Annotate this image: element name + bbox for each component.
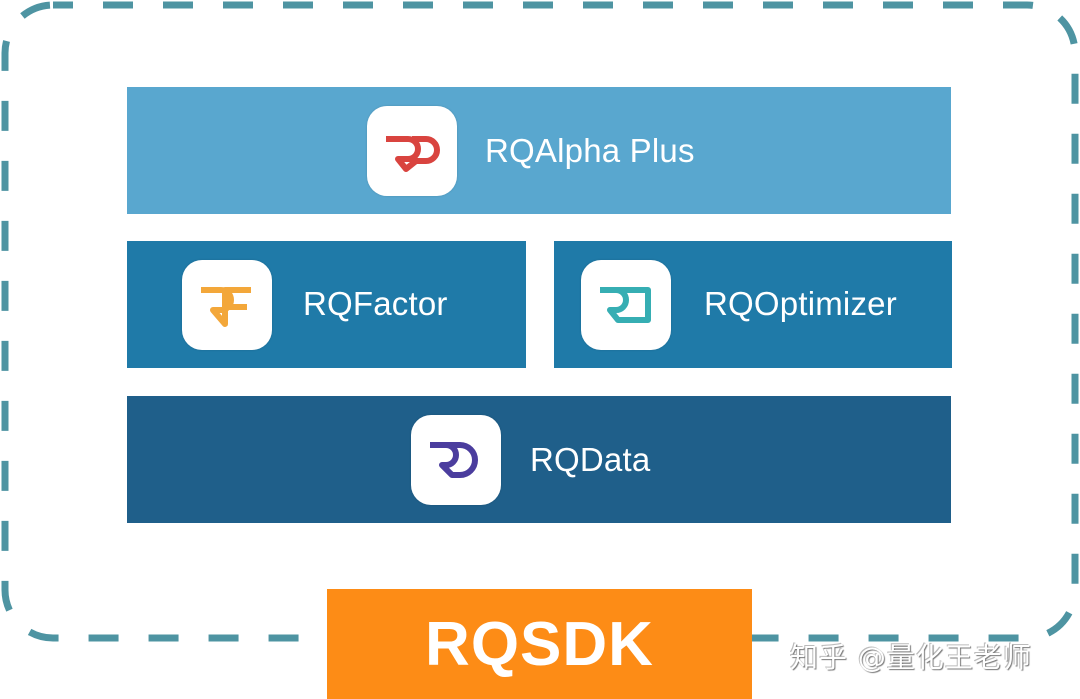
watermark: 知乎 @量化王老师 xyxy=(790,641,1032,674)
layer-label: RQFactor xyxy=(303,285,448,322)
layer-label: RQOptimizer xyxy=(704,285,897,322)
ro-logo-icon xyxy=(581,260,671,350)
layer-label: RQData xyxy=(530,441,651,478)
layer-rqalpha-plus: RQAlpha Plus xyxy=(127,87,951,214)
rd-logo-icon xyxy=(411,415,501,505)
layer-rqdata: RQData xyxy=(127,396,951,523)
layer-rqfactor: RQFactor xyxy=(127,241,526,368)
layer-label: RQAlpha Plus xyxy=(485,132,695,169)
layer-rqoptimizer: RQOptimizer xyxy=(554,241,952,368)
rf-logo-icon xyxy=(182,260,272,350)
rp-logo-icon xyxy=(367,106,457,196)
foundation-rqsdk: RQSDK xyxy=(327,589,752,699)
